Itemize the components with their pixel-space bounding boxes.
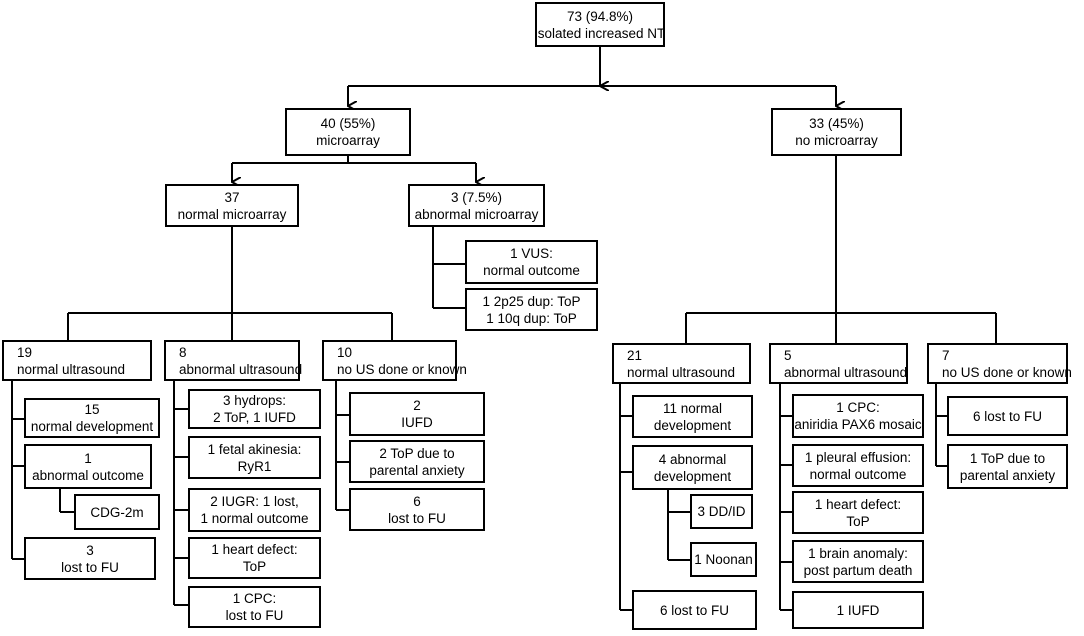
a-hydrops-node: 3 hydrops:2 ToP, 1 IUFD xyxy=(188,389,321,429)
b-iufd-node: 1 IUFD xyxy=(792,591,924,629)
a-cdg-node: CDG-2m xyxy=(74,494,160,530)
b-lost-6-node: 6 lost to FU xyxy=(632,590,757,630)
c-lost-6-node: 6 lost to FU xyxy=(947,396,1068,436)
b-brain-anomaly-node: 1 brain anomaly:post partum death xyxy=(792,540,924,583)
b-cpc-node: 1 CPC:aniridia PAX6 mosaic xyxy=(792,394,924,438)
b-pleural-effusion-node: 1 pleural effusion:normal outcome xyxy=(792,444,924,487)
a-fetal-akinesia-node: 1 fetal akinesia:RyR1 xyxy=(188,436,321,479)
a-cpc-node: 1 CPC:lost to FU xyxy=(188,586,321,628)
b-dd-id-node: 3 DD/ID xyxy=(690,494,753,529)
root-node: 73 (94.8%)isolated increased NT xyxy=(535,2,665,47)
b-noonan-node: 1 Noonan xyxy=(690,542,757,577)
a-heart-defect-node: 1 heart defect:ToP xyxy=(188,537,321,579)
vus-node: 1 VUS:normal outcome xyxy=(465,240,598,284)
microarray-node: 40 (55%)microarray xyxy=(285,108,411,156)
b-heart-defect-node: 1 heart defect:ToP xyxy=(792,491,924,534)
abnormal-microarray-node: 3 (7.5%)abnormal microarray xyxy=(408,184,545,227)
a-iugr-node: 2 IUGR: 1 lost,1 normal outcome xyxy=(188,488,321,532)
no-microarray-node: 33 (45%)no microarray xyxy=(771,108,902,156)
